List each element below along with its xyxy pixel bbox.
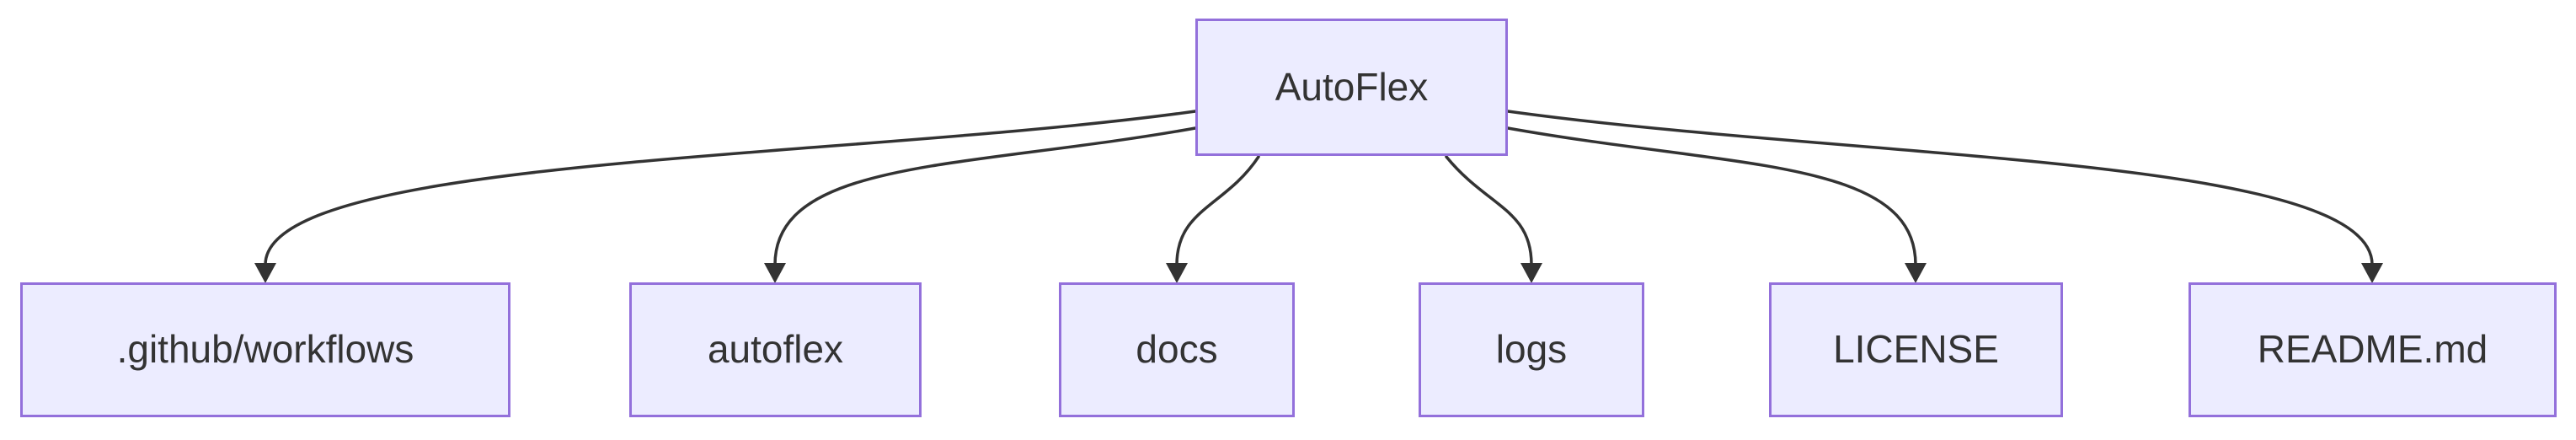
edge-path (264, 110, 1197, 266)
edge-root-to-github-workflows (254, 110, 1197, 283)
edge-root-to-autoflex (764, 126, 1197, 283)
edge-root-to-logs (1445, 155, 1542, 283)
node-label: docs (1136, 327, 1218, 372)
node-label: README.md (2257, 327, 2488, 372)
node-root-autoflex: AutoFlex (1195, 19, 1508, 156)
node-autoflex: autoflex (629, 282, 922, 417)
node-label: logs (1495, 327, 1568, 372)
node-github-workflows: .github/workflows (20, 282, 510, 417)
arrowhead-down-icon (254, 263, 276, 283)
edge-path (1175, 155, 1260, 266)
node-label: LICENSE (1833, 327, 1999, 372)
edge-path (773, 126, 1197, 266)
node-docs: docs (1059, 282, 1295, 417)
edge-root-to-license (1506, 126, 1927, 283)
edge-root-to-docs (1166, 155, 1260, 283)
edge-root-to-readme-md (1506, 110, 2383, 283)
edge-path (1445, 155, 1533, 266)
node-label: .github/workflows (116, 327, 414, 372)
arrowhead-down-icon (1520, 263, 1542, 283)
arrowhead-down-icon (1166, 263, 1188, 283)
node-label: autoflex (707, 327, 844, 372)
edge-path (1506, 126, 1917, 266)
arrowhead-down-icon (2361, 263, 2383, 283)
edge-path (1506, 110, 2374, 266)
node-label: AutoFlex (1275, 64, 1429, 109)
node-license: LICENSE (1769, 282, 2063, 417)
arrowhead-down-icon (764, 263, 786, 283)
node-logs: logs (1419, 282, 1644, 417)
arrowhead-down-icon (1905, 263, 1927, 283)
node-readme-md: README.md (2189, 282, 2557, 417)
